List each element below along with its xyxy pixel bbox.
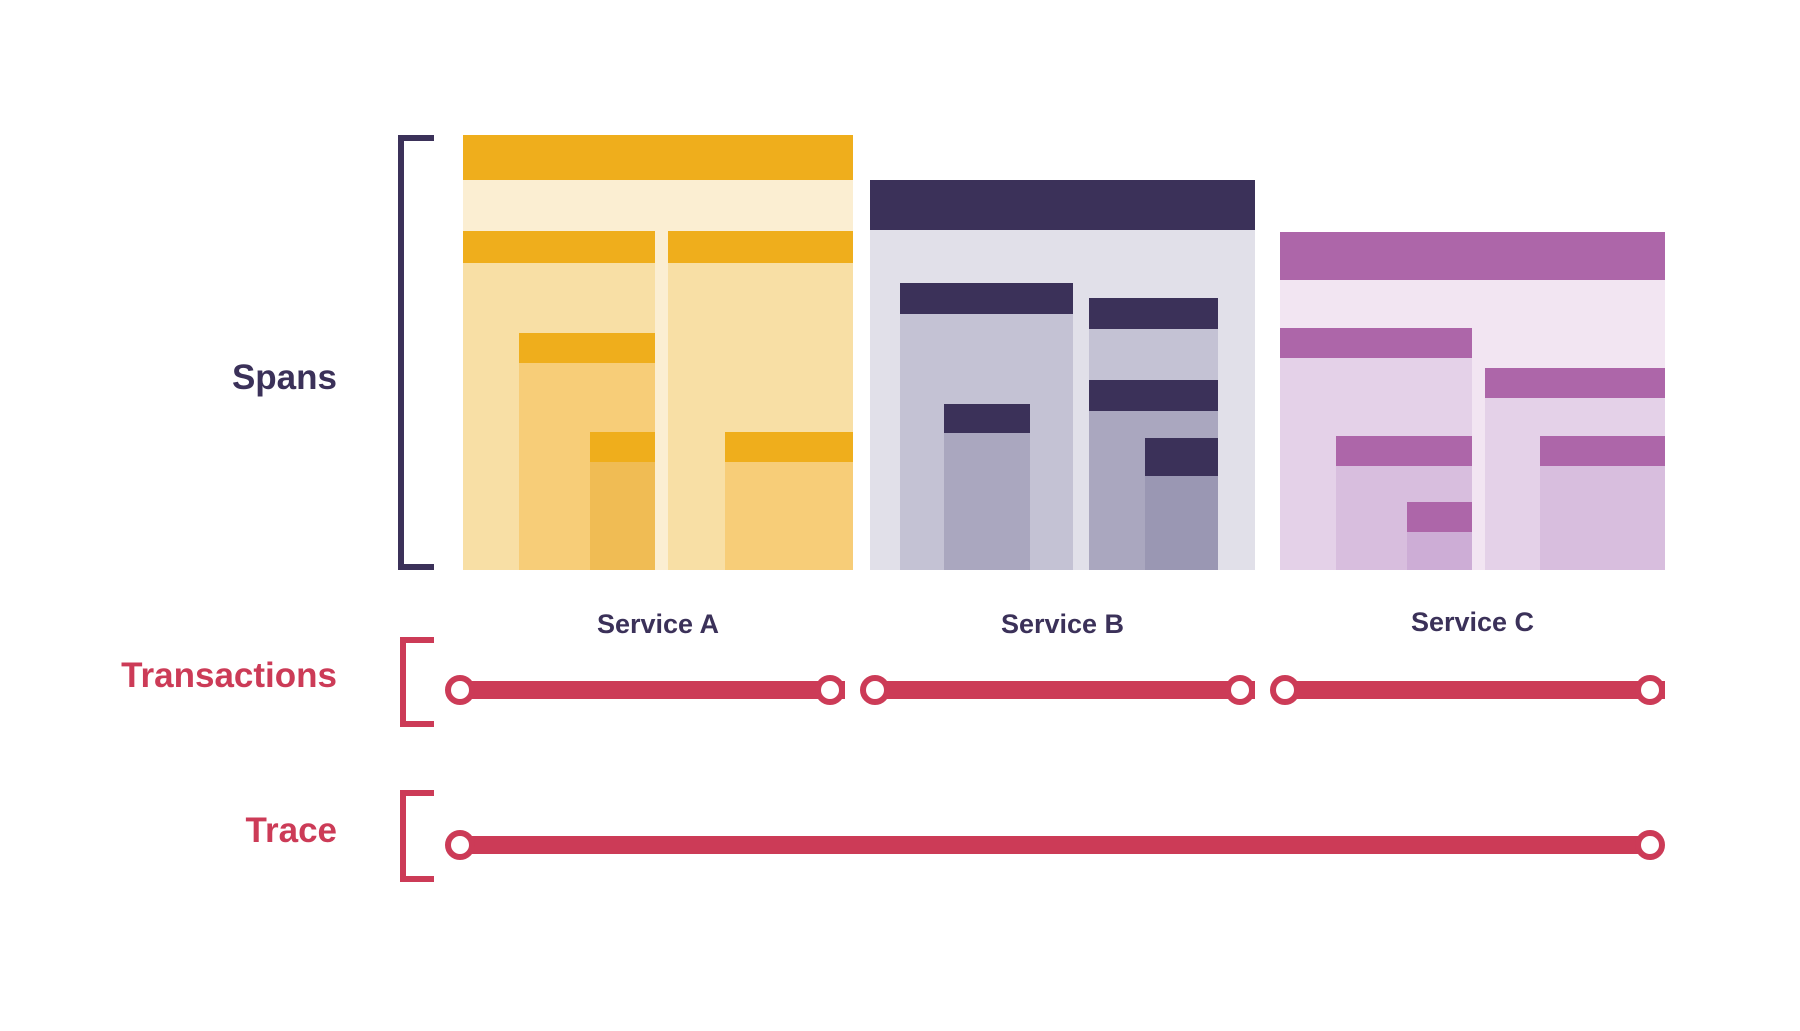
span-cap-b-5	[1145, 438, 1218, 476]
spans-bracket	[398, 135, 434, 570]
trace-bracket	[400, 790, 434, 882]
transaction-start-knob-b[interactable]	[860, 675, 890, 705]
span-cap-c-1	[1280, 328, 1472, 358]
trace-label: Trace	[245, 811, 337, 850]
span-group-service-a	[463, 135, 853, 570]
span-cap-a-5	[725, 432, 853, 462]
transactions-row	[0, 675, 1800, 711]
span-cap-b-0	[870, 180, 1255, 230]
transactions-bracket	[400, 637, 434, 727]
span-cap-a-1	[463, 231, 655, 263]
trace-end-knob[interactable]	[1635, 830, 1665, 860]
spans-label: Spans	[231, 358, 337, 397]
transaction-start-knob-a[interactable]	[445, 675, 475, 705]
transaction-end-knob-c[interactable]	[1635, 675, 1665, 705]
span-group-service-c	[1280, 232, 1665, 570]
transaction-line-b[interactable]	[875, 681, 1255, 699]
span-cap-b-3	[1089, 298, 1218, 329]
span-cap-a-2	[668, 231, 853, 263]
service-label-b: Service B	[1000, 609, 1125, 639]
transaction-start-knob-c[interactable]	[1270, 675, 1300, 705]
span-group-service-b	[870, 180, 1255, 570]
span-cap-c-4	[1407, 502, 1472, 532]
span-cap-c-2	[1485, 368, 1665, 398]
service-label-a: Service A	[596, 609, 720, 639]
transaction-line-a[interactable]	[460, 681, 845, 699]
span-cap-a-3	[519, 333, 655, 363]
transactions-label: Transactions	[121, 656, 337, 695]
service-label-c: Service C	[1410, 607, 1535, 637]
span-cap-b-2	[944, 404, 1030, 433]
trace-line[interactable]	[460, 836, 1650, 854]
transaction-line-c[interactable]	[1285, 681, 1665, 699]
span-cap-b-4	[1089, 380, 1218, 411]
span-cap-a-4	[590, 432, 655, 462]
span-cap-c-5	[1540, 436, 1665, 466]
trace-row	[0, 830, 1800, 866]
span-cap-b-1	[900, 283, 1073, 314]
span-cap-a-0	[463, 135, 853, 180]
transaction-end-knob-a[interactable]	[815, 675, 845, 705]
span-cap-c-3	[1336, 436, 1472, 466]
span-cap-c-0	[1280, 232, 1665, 280]
transaction-end-knob-b[interactable]	[1225, 675, 1255, 705]
trace-start-knob[interactable]	[445, 830, 475, 860]
